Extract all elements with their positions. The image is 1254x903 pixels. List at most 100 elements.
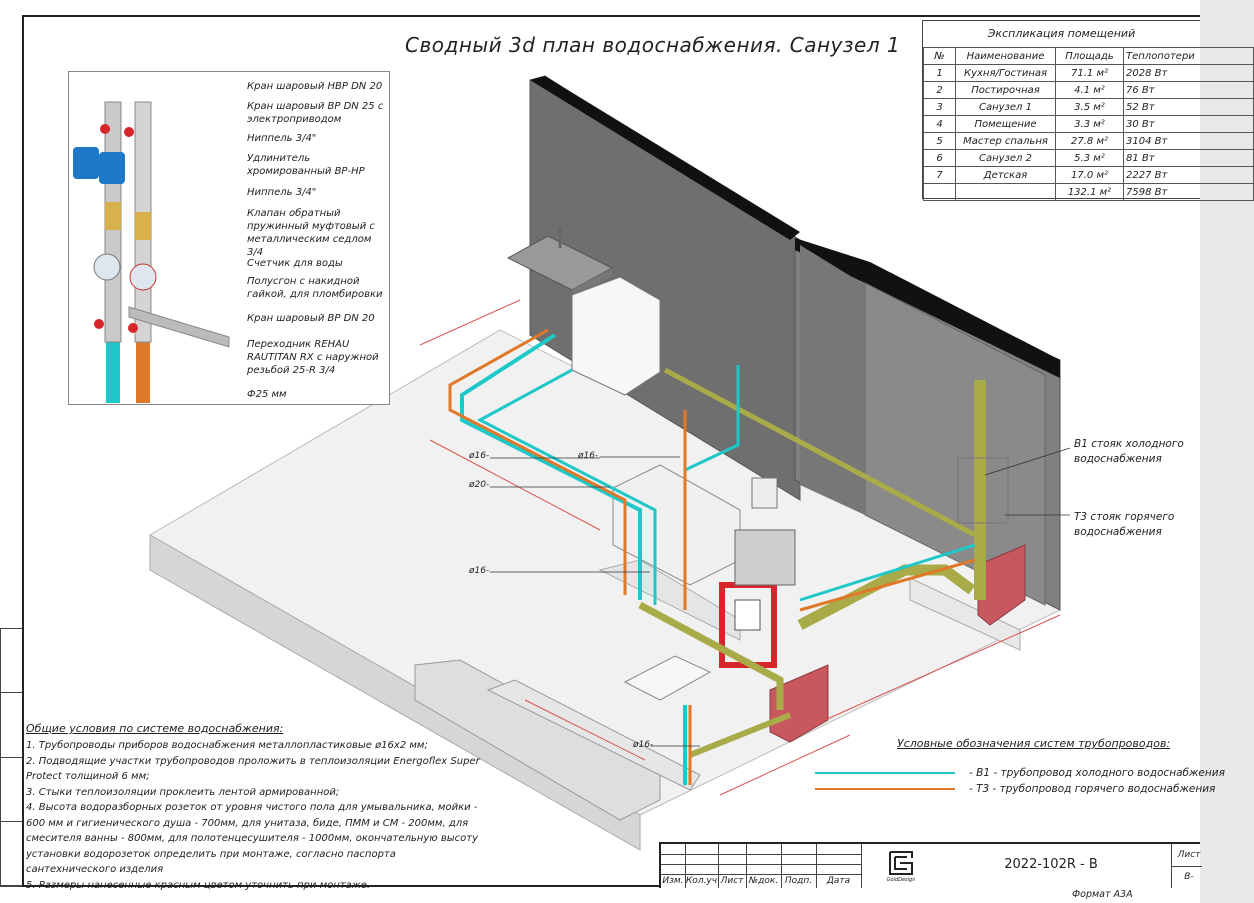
table-cell: 3104 Вт: [1123, 132, 1254, 150]
note-item: 2. Подводящие участки трубопроводов прол…: [26, 755, 480, 783]
table-cell: 2028 Вт: [1123, 64, 1254, 82]
callout-3: Ниппель 3/4": [247, 133, 317, 144]
table-cell: 71.1 м²: [1055, 64, 1124, 82]
dimension-lines: [419, 299, 1061, 796]
table-cell: 7: [923, 166, 956, 184]
header-cell: Наименование: [955, 47, 1056, 65]
drawing-frame: [22, 15, 1200, 887]
table-cell: 3: [923, 98, 956, 116]
col-izm: Изм.: [662, 876, 684, 886]
table-cell: Мастер спальня: [955, 132, 1056, 150]
callout-1: Кран шаровый НВР DN 20: [247, 81, 383, 92]
isometric-scene: [149, 75, 1071, 851]
notes-list: 1. Трубопроводы приборов водоснабжения м…: [26, 738, 486, 893]
table-cell: 7598 Вт: [1123, 183, 1254, 201]
table-cell: Санузел 2: [955, 149, 1056, 167]
note-item: 5. Размеры нанесенные красным цветом уто…: [26, 879, 371, 891]
table-cell: 3.5 м²: [1055, 98, 1124, 116]
pipe-label-1: ø16-: [469, 451, 490, 461]
side-stamp-strip: [0, 628, 22, 887]
table-cell: Детская: [955, 166, 1056, 184]
callout-10: Переходник REHAU RAUTITAN RX с наружной …: [247, 339, 379, 376]
note-item: 3. Стыки теплоизоляции проклеить лентой …: [26, 786, 340, 798]
legend-header: Условные обозначения систем трубопроводо…: [897, 737, 1171, 750]
logo-text: GoldDesign: [886, 877, 916, 883]
note-item: 1. Трубопроводы приборов водоснабжения м…: [26, 740, 428, 751]
callout-7: Счетчик для воды: [247, 258, 343, 269]
legend-cold-text: - В1 - трубопровод холодного водоснабжен…: [969, 767, 1225, 779]
legend-cold: - В1 - трубопровод холодного водоснабжен…: [815, 767, 1225, 781]
table-cell: 17.0 м²: [1055, 166, 1124, 184]
table-cell: [923, 183, 956, 201]
table-cell: 76 Вт: [1123, 81, 1254, 99]
callout-9: Кран шаровый ВР DN 20: [247, 313, 375, 324]
pipe-label-5: ø16-: [633, 740, 654, 750]
table-cell: 3.3 м²: [1055, 115, 1124, 133]
fitting-assembly-drawing: [73, 101, 230, 403]
table-cell: Постирочная: [955, 81, 1056, 99]
table-cell: 27.8 м²: [1055, 132, 1124, 150]
rooms-explication: Экспликация помещений № Наименование Пло…: [922, 20, 1254, 201]
col-podp: Подп.: [784, 876, 813, 886]
cold-line-swatch: [815, 772, 955, 774]
header-cell: Теплопотери: [1123, 47, 1254, 65]
col-doc: №док.: [748, 876, 779, 886]
hot-pipe-run: [448, 328, 627, 595]
hot-riser-label: Т3 стояк горячего водоснабжения: [1074, 511, 1175, 538]
explication-caption: Экспликация помещений: [987, 27, 1136, 40]
project-code: 2022-102R - В: [1004, 857, 1098, 872]
table-cell: 52 Вт: [1123, 98, 1254, 116]
callout-4: Удлинитель хромированный ВР-НР: [247, 153, 365, 177]
table-cell: 2: [923, 81, 956, 99]
table-cell: Санузел 1: [955, 98, 1056, 116]
col-list: Лист: [720, 876, 744, 886]
water-manifold: [734, 529, 796, 586]
table-cell: 1: [923, 64, 956, 82]
header-cell: №: [923, 47, 956, 65]
table-cell: 81 Вт: [1123, 149, 1254, 167]
fitting-detail-inset: Кран шаровый НВР DN 20 Кран шаровый ВР D…: [68, 71, 390, 405]
table-cell: 132.1 м²: [1055, 183, 1124, 201]
note-item: 4. Высота водоразборных розеток от уровн…: [26, 802, 479, 875]
leader-lines: [490, 447, 1071, 747]
table-cell: 4.1 м²: [1055, 81, 1124, 99]
sheet-label: Лист: [1177, 850, 1201, 860]
partition-wall: [414, 659, 661, 821]
table-cell: Кухня/Гостиная: [955, 64, 1056, 82]
table-cell: 5.3 м²: [1055, 149, 1124, 167]
drawing-title: Сводный 3d план водоснабжения. Санузел 1: [405, 33, 901, 57]
table-cell: 2227 Вт: [1123, 166, 1254, 184]
pipe-label-2: ø16-: [578, 451, 599, 461]
callout-8: Полусгон с накидной гайкой, для пломбиро…: [247, 276, 383, 300]
title-block: Изм. Кол.уч Лист №док. Подп. Дата GoldDe…: [659, 842, 1202, 888]
table-cell: 30 Вт: [1123, 115, 1254, 133]
col-date: Дата: [826, 876, 851, 886]
callout-5: Ниппель 3/4": [247, 187, 317, 198]
callout-6: Клапан обратный пружинный муфтовый с мет…: [247, 208, 375, 258]
table-cell: [955, 183, 1056, 201]
pipe-label-3: ø20-: [469, 480, 490, 490]
col-kol: Кол.уч: [685, 876, 718, 886]
washbasin: [623, 655, 712, 701]
cold-pipe-run: [460, 333, 642, 600]
notes-header: Общие условия по системе водоснабжения:: [26, 722, 284, 735]
table-header-row: № Наименование Площадь Теплопотери: [923, 47, 1254, 65]
riser-detail-box: [957, 457, 1009, 524]
hot-line-swatch: [815, 788, 955, 790]
callout-2: Кран шаровый ВР DN 25 с электроприводом: [247, 101, 384, 125]
brick-pillar-1: [977, 544, 1026, 626]
header-cell: Площадь: [1055, 47, 1124, 65]
company-logo: [889, 851, 913, 875]
table-cell: 6: [923, 149, 956, 167]
table-cell: Помещение: [955, 115, 1056, 133]
table-cell: 4: [923, 115, 956, 133]
